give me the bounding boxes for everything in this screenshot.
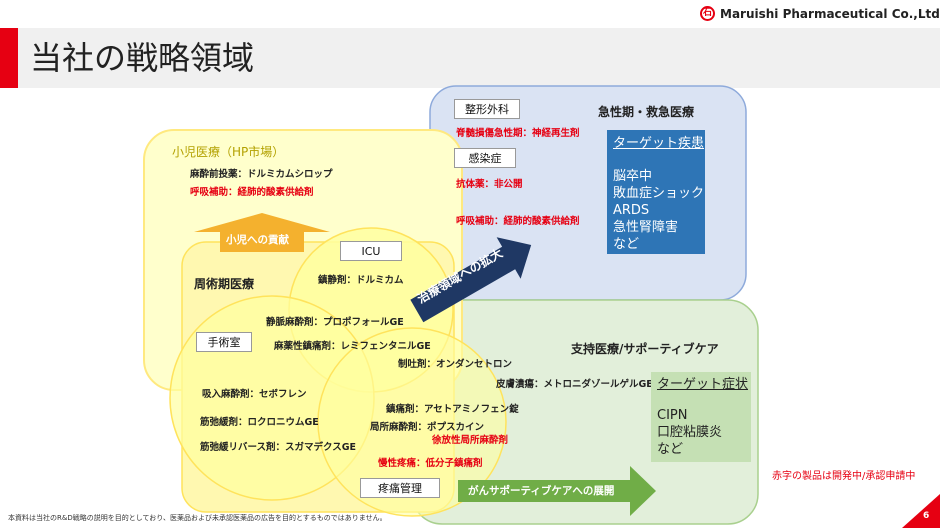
target-symptom-box: ターゲット症状 CIPN 口腔粘膜炎 など (651, 372, 751, 462)
antibody-text: 抗体薬：非公開 (456, 179, 523, 190)
cancer-supportive-arrow (458, 466, 656, 516)
perioperative-heading: 周術期医療 (194, 277, 255, 291)
orthopedics-label: 整形外科 (454, 99, 520, 119)
target-disease-box: ターゲット疾患 脳卒中 敗血症ショック ARDS 急性腎障害 など (607, 130, 705, 254)
sedative-text: 鎮静剤：ドルミカム (318, 275, 404, 286)
pediatric-contribution-label: 小児への貢献 (226, 234, 289, 246)
inhaled-anesthetic-text: 吸入麻酔剤：セボフレン (202, 389, 307, 400)
sustained-release-text: 徐放性局所麻酔剤 (432, 435, 509, 446)
reversal-agent-text: 筋弛緩リバース剤：スガマデクスGE (200, 442, 357, 453)
target-disease-heading: ターゲット疾患 (613, 136, 705, 151)
cancer-supportive-label: がんサポーティブケアへの展開 (468, 485, 615, 497)
expansion-arrow (410, 237, 532, 323)
target-symptom-heading: ターゲット症状 (657, 377, 749, 392)
premedication-text: 麻酔前投薬：ドルミカムシロップ (190, 169, 333, 180)
disclaimer-footer: 本資料は当社のR&D戦略の説明を目的としており、医薬品および未承認医薬品の広告を… (8, 514, 387, 522)
target-symptom-list: CIPN 口腔粘膜炎 など (657, 407, 722, 458)
development-note: 赤字の製品は開発中/承認申請中 (772, 471, 916, 482)
iv-anesthetic-text: 静脈麻酔剤：プロポフォールGE (266, 317, 404, 328)
target-disease-item: 脳卒中 (613, 169, 653, 184)
icu-label: ICU (340, 241, 402, 261)
acute-respiratory-text: 呼吸補助：経肺的酸素供給剤 (456, 216, 580, 227)
target-disease-item: 敗血症ショック (613, 186, 705, 201)
target-symptom-item: CIPN (657, 408, 688, 423)
acute-care-heading: 急性期・救急医療 (598, 105, 695, 119)
analgesic-text: 鎮痛剤：アセトアミノフェン錠 (386, 404, 519, 415)
muscle-relaxant-text: 筋弛緩剤：ロクロニウムGE (200, 417, 319, 428)
spinal-injury-text: 脊髄損傷急性期：神経再生剤 (456, 128, 580, 139)
target-disease-item: ARDS (613, 203, 650, 218)
company-logo-icon: 石 (700, 6, 715, 21)
infection-label: 感染症 (454, 148, 516, 168)
title-band (0, 28, 940, 88)
target-symptom-item: など (657, 442, 684, 457)
pediatric-heading: 小児医療（HP市場） (172, 145, 285, 159)
narcotic-text: 麻薬性鎮痛剤：レミフェンタニルGE (274, 341, 431, 352)
pediatric-respiratory-text: 呼吸補助：経肺的酸素供給剤 (190, 187, 314, 198)
target-disease-item: など (613, 237, 640, 252)
company-name: Maruishi Pharmaceutical Co.,Ltd. (720, 7, 940, 21)
page-number: 6 (923, 511, 930, 521)
page-title: 当社の戦略領域 (30, 39, 255, 77)
page-corner (902, 494, 940, 528)
target-disease-list: 脳卒中 敗血症ショック ARDS 急性腎障害 など (613, 168, 704, 253)
antiemetic-text: 制吐剤：オンダンセトロン (398, 359, 513, 370)
pain-management-label: 疼痛管理 (360, 478, 440, 498)
pain-circle (317, 327, 507, 517)
operating-room-label: 手術室 (196, 332, 252, 352)
target-symptom-item: 口腔粘膜炎 (657, 425, 723, 440)
chronic-pain-text: 慢性疼痛：低分子鎮痛剤 (378, 458, 483, 469)
title-accent-bar (0, 28, 18, 88)
target-disease-item: 急性腎障害 (613, 220, 679, 235)
supportive-care-heading: 支持医療/サポーティブケア (571, 342, 719, 356)
pediatric-contribution-arrow (194, 213, 330, 252)
local-anesthetic-text: 局所麻酔剤：ポプスカイン (370, 422, 485, 433)
skin-ulcer-text: 皮膚潰瘍：メトロニダゾールゲルGE (496, 379, 653, 390)
